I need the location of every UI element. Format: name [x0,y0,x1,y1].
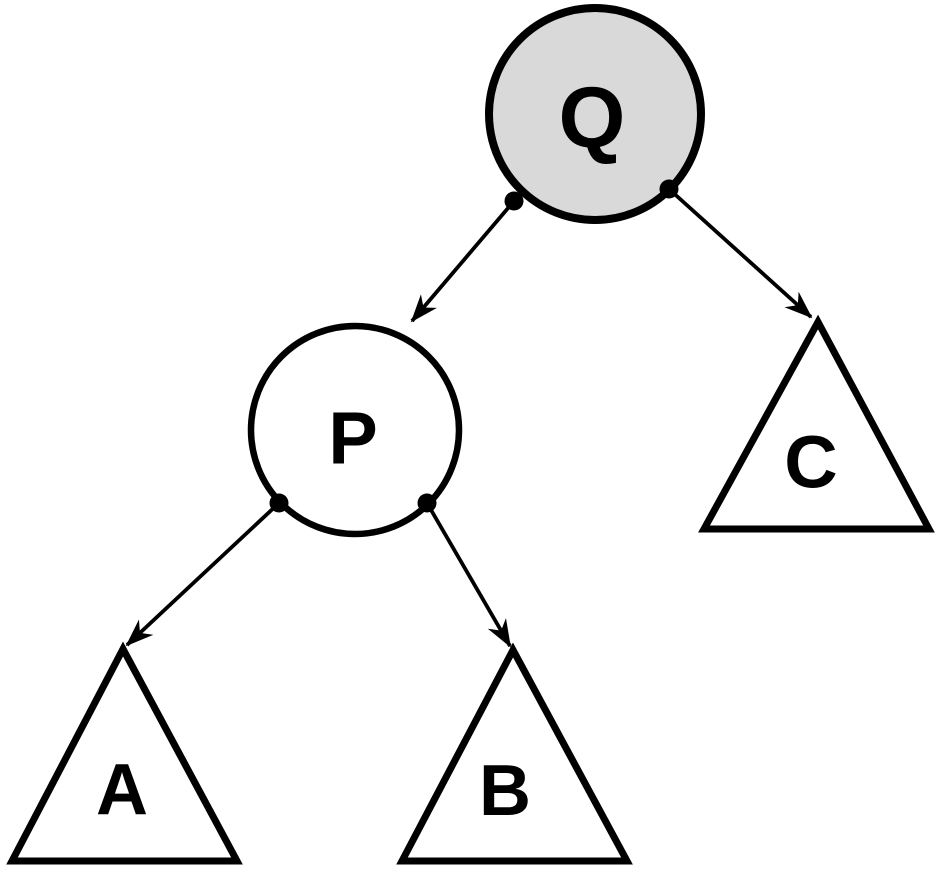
tree-node-A-triangle [6,641,243,865]
tree-node-P-circle [247,322,463,538]
edge-P-to-A [125,501,281,647]
tree-node-B-label: B [479,751,531,831]
edge-origin-dot-Q-C [659,179,679,199]
edge-P-to-B [425,502,512,648]
edge-origin-dot-Q-P [504,191,524,211]
tree-node-A-label: A [96,750,148,830]
edge-origin-dot-P-B [417,493,437,513]
edge-Q-to-C [667,187,813,319]
tree-node-Q-label: Q [559,70,626,166]
tree-node-Q-circle [485,4,705,224]
edge-Q-to-P [410,199,516,323]
edge-origin-dot-P-A [269,493,289,513]
tree-node-P-label: P [328,397,377,480]
tree-node-C-triangle [698,314,935,533]
tree-node-C-label: C [784,421,837,504]
tree-node-B-triangle [396,642,633,865]
